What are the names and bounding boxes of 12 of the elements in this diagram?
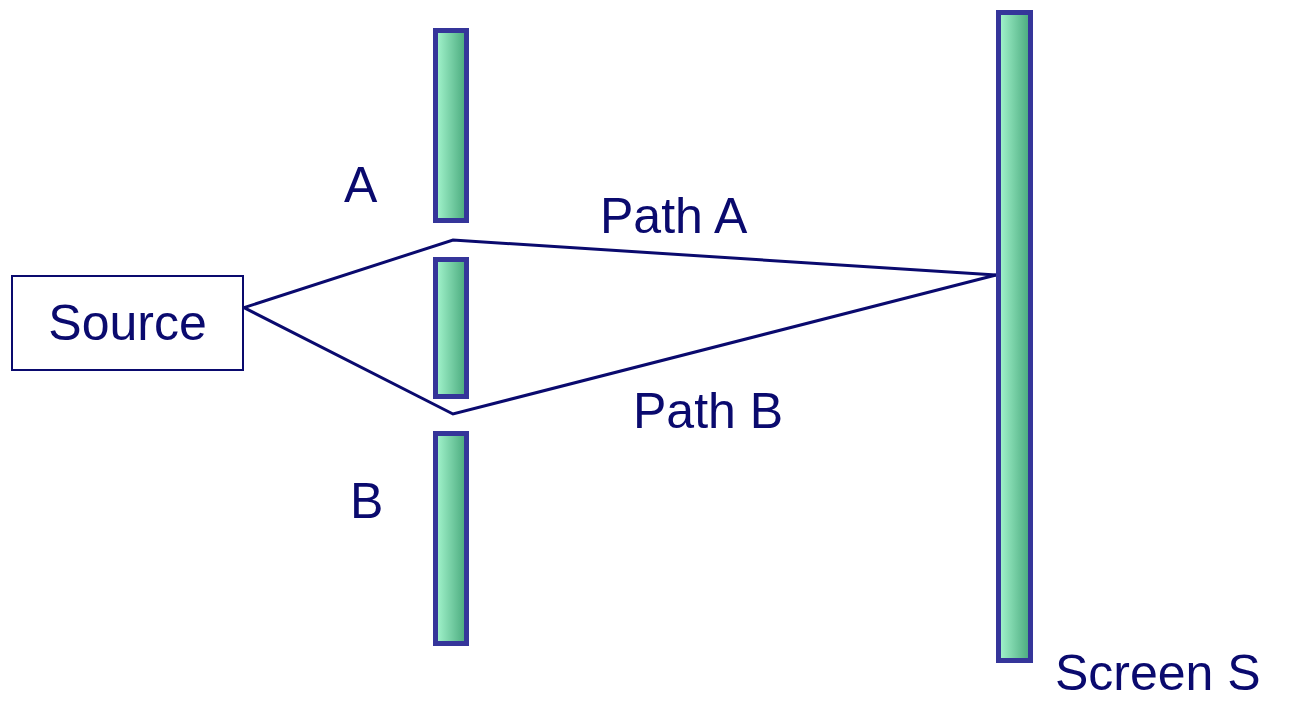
- light-path-line: [243, 238, 997, 310]
- light-path-line: [243, 273, 997, 416]
- barrier-bar: [433, 28, 469, 223]
- edge-label: Path A: [600, 188, 748, 244]
- slit-label: B: [350, 473, 384, 529]
- barrier-bar: [433, 257, 469, 399]
- edge-label: Path B: [633, 383, 784, 439]
- slit-label: A: [344, 157, 378, 213]
- barrier-bar: [433, 431, 469, 646]
- screen-bar: [996, 10, 1033, 663]
- source-box: Source: [11, 275, 244, 371]
- screen-label: Screen S: [1055, 645, 1261, 701]
